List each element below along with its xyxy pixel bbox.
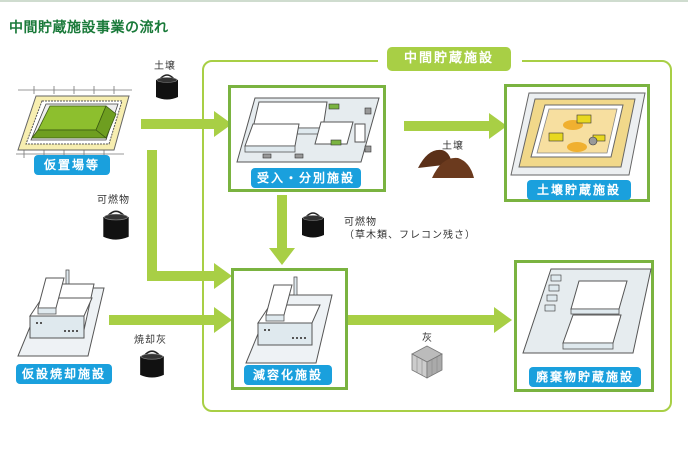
top-divider bbox=[0, 0, 688, 2]
flexible-container-bag-icon bbox=[140, 350, 164, 378]
page-title: 中間貯蔵施設事業の流れ bbox=[9, 20, 169, 36]
volume-reduction-facility-box: 減容化施設 bbox=[231, 268, 348, 390]
flexible-container-bag-icon bbox=[103, 210, 129, 240]
arrow-storage-to-reduction bbox=[147, 150, 232, 289]
zone-label: 中間貯蔵施設 bbox=[387, 47, 511, 71]
temporary-storage-site-icon bbox=[16, 86, 132, 158]
incinerator-building-icon bbox=[245, 276, 333, 364]
arrow-sorting-to-soil-storage bbox=[404, 113, 507, 139]
waste-storage-facility-box: 廃棄物貯蔵施設 bbox=[514, 260, 654, 392]
ash-container-icon bbox=[411, 345, 443, 379]
arrow-storage-to-sorting bbox=[141, 111, 232, 137]
soil-pile-icon bbox=[418, 149, 474, 178]
waste-storage-badge: 廃棄物貯蔵施設 bbox=[529, 367, 641, 387]
combustibles-sorted-line1: 可燃物 bbox=[344, 217, 377, 228]
combustibles-bag-label: 可燃物 bbox=[97, 195, 130, 206]
soil-pile-label: 土壌 bbox=[442, 141, 464, 152]
ash-box-label: 灰 bbox=[422, 333, 433, 344]
soil-bag-label: 土壌 bbox=[154, 61, 176, 72]
incinerator-building-icon bbox=[17, 269, 105, 357]
combustibles-sorted-line2: （草木類、フレコン残さ） bbox=[344, 230, 476, 241]
soil-storage-pit-icon bbox=[510, 92, 646, 176]
sorting-facility-badge: 受入・分別施設 bbox=[251, 168, 361, 188]
soil-storage-badge: 土壌貯蔵施設 bbox=[527, 180, 631, 200]
sorting-facility-box: 受入・分別施設 bbox=[228, 85, 386, 192]
arrow-sorting-to-reduction bbox=[269, 195, 295, 265]
arrow-reduction-to-waste-storage bbox=[348, 307, 512, 333]
volume-reduction-badge: 減容化施設 bbox=[244, 365, 332, 385]
flexible-container-bag-icon bbox=[156, 74, 178, 100]
combustibles-sorted-label: 可燃物 （草木類、フレコン残さ） bbox=[344, 216, 476, 242]
flexible-container-bag-icon bbox=[302, 212, 324, 238]
waste-storage-building-icon bbox=[522, 268, 652, 354]
ash-bag-label: 焼却灰 bbox=[134, 335, 167, 346]
soil-storage-facility-box: 土壌貯蔵施設 bbox=[504, 84, 650, 202]
sorting-facility-icon bbox=[236, 97, 380, 163]
temp-storage-badge: 仮置場等 bbox=[34, 155, 110, 175]
temp-incinerator-badge: 仮設焼却施設 bbox=[16, 364, 112, 384]
arrow-incinerator-to-reduction bbox=[109, 307, 232, 333]
